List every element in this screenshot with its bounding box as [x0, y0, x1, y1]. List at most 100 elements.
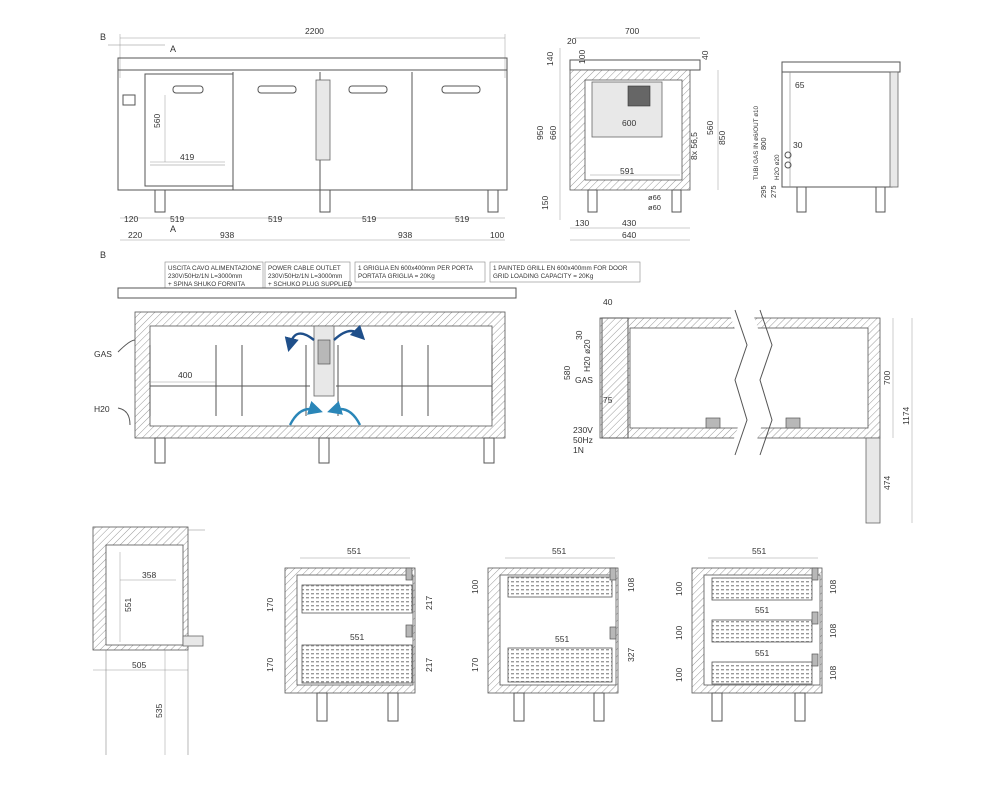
note-en-power-line-1: POWER CABLE OUTLET — [268, 265, 341, 272]
util-dim-65: 65 — [795, 80, 805, 90]
side-dim-600: 600 — [622, 118, 636, 128]
cabinet-body — [117, 69, 508, 191]
section-b-bottom: B — [100, 250, 106, 260]
plan-gas-label: GAS — [94, 349, 112, 359]
side-dim-950: 950 — [535, 126, 545, 140]
d2-drawer-2 — [301, 644, 413, 684]
dim-938-b: 938 — [398, 230, 412, 240]
airflow-out-right — [333, 324, 366, 341]
dim-bay-3: 519 — [362, 214, 376, 224]
d4-runner-2 — [811, 611, 819, 625]
evaporator-fan-icon — [627, 85, 651, 107]
side-worktop — [569, 59, 701, 71]
side-dim-591: 591 — [620, 166, 634, 176]
dim-120: 120 — [124, 214, 138, 224]
drawer-plan-handle — [182, 635, 204, 647]
plan-leg-2 — [318, 437, 330, 464]
dim-938-a: 938 — [220, 230, 234, 240]
d4-drawer-3 — [711, 661, 813, 685]
sec-dim-40: 40 — [603, 297, 613, 307]
plan-dim-400: 400 — [178, 370, 192, 380]
util-leg-2 — [875, 186, 886, 213]
leg-1 — [154, 189, 166, 213]
note-it-power-line-1: USCITA CAVO ALIMENTAZIONE — [168, 265, 261, 272]
leg-2 — [319, 189, 331, 213]
plan-section: 400 GAS H20 — [94, 287, 517, 464]
cross-section-break: 40 30 H20 ø20 580 GAS 75 230V 50Hz 1N 70… — [562, 297, 913, 524]
util-door-edge — [889, 71, 899, 188]
d2-runner-1 — [405, 567, 413, 581]
dim-overall-length: 2200 — [305, 26, 324, 36]
d4-width: 551 — [752, 546, 766, 556]
sec-dim-580: 580 — [562, 366, 572, 380]
section-lower-leg — [865, 437, 881, 524]
evaporator-unit — [315, 79, 331, 161]
leg-3 — [487, 189, 499, 213]
d2-drawer-1 — [301, 584, 413, 614]
note-en-grid-line-1: 1 PAINTED GRILL EN 600x400mm FOR DOOR — [493, 265, 628, 272]
d4-h1: 100 — [674, 582, 684, 596]
d4-width-2: 551 — [755, 605, 769, 615]
side-dim-150: 150 — [540, 196, 550, 210]
airflow-in-right — [327, 400, 362, 426]
util-dim-295: 295 — [759, 185, 768, 198]
side-dim-430: 430 — [622, 218, 636, 228]
side-dim-140: 140 — [545, 52, 555, 66]
d4-h3: 100 — [674, 668, 684, 682]
door-handle-4 — [441, 85, 481, 94]
side-dim-60: ø60 — [648, 203, 661, 212]
util-tubi-label: TUBI GAS IN ø6/OUT ø10 — [753, 105, 760, 180]
plan-leg-3 — [483, 437, 495, 464]
drawer-plan-dim-535: 535 — [154, 704, 164, 718]
break-line-left — [734, 309, 748, 456]
sec-dim-30: 30 — [574, 330, 584, 340]
side-dim-700: 700 — [625, 26, 639, 36]
d4-leg-1 — [711, 692, 723, 722]
note-en-grid-line-2: GRID LOADING CAPACITY = 20Kg — [493, 273, 594, 280]
d3-runner-1 — [609, 567, 617, 581]
d4-runner-3 — [811, 653, 819, 667]
plan-worktop — [117, 287, 517, 299]
dim-bay-4: 519 — [455, 214, 469, 224]
d3-r2: 327 — [626, 648, 636, 662]
drawer-plan-dim-505: 505 — [132, 660, 146, 670]
d4-drawer-1 — [711, 577, 813, 601]
section-a-top: A — [170, 44, 176, 54]
util-dim-30: 30 — [793, 140, 803, 150]
sec-dim-20: H20 ø20 — [582, 339, 592, 372]
sec-power-3: 1N — [573, 445, 584, 455]
section-grid-bracket-1 — [705, 417, 721, 429]
gas-pipe — [117, 339, 136, 353]
note-en-power-line-2: 230V/50Hz/1N L=3000mm — [268, 273, 342, 280]
side-dim-130: 130 — [575, 218, 589, 228]
side-leg-1 — [587, 189, 598, 213]
side-dim-560: 560 — [705, 121, 715, 135]
side-leg-2 — [671, 189, 682, 213]
d3-drawer-2 — [507, 647, 613, 683]
d3-drawer-1 — [507, 576, 613, 598]
break-gap — [728, 306, 764, 459]
door-handle-1 — [172, 85, 204, 94]
side-dim-660: 660 — [548, 126, 558, 140]
door-1-open — [144, 73, 234, 187]
d4-r2: 108 — [828, 624, 838, 638]
section-b-top: B — [100, 32, 106, 42]
d2-runner-2 — [405, 624, 413, 638]
sec-dim-700: 700 — [882, 371, 892, 385]
d2-width: 551 — [347, 546, 361, 556]
d4-width-3: 551 — [755, 648, 769, 658]
airflow-out-left — [284, 332, 315, 352]
d4-runner-1 — [811, 567, 819, 581]
d2-width-2: 551 — [350, 632, 364, 642]
evaporator — [591, 81, 663, 138]
drawer-plan-dim-551: 551 — [123, 598, 133, 612]
plan-leg-1 — [154, 437, 166, 464]
dim-bay-2: 519 — [268, 214, 282, 224]
drawer-plan-view: 358 551 505 535 — [92, 526, 205, 755]
water-connection-icon — [784, 161, 792, 169]
util-dim-275: 275 — [769, 185, 778, 198]
side-section: 700 20 140 100 40 950 660 150 600 591 8x… — [535, 26, 727, 241]
util-dim-800: 800 — [759, 137, 768, 150]
d4-h2: 100 — [674, 626, 684, 640]
